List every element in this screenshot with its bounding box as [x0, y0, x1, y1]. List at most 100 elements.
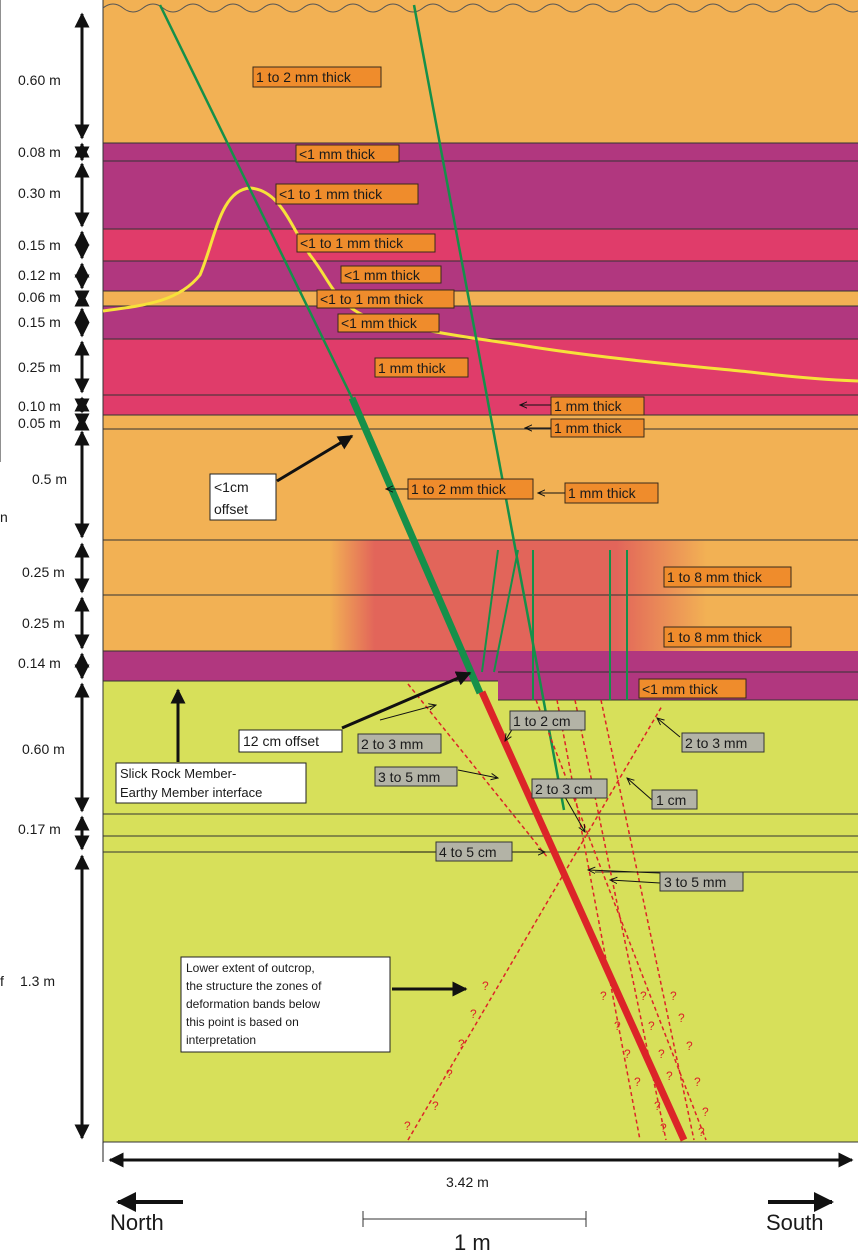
- thickness-label: 0.05 m: [18, 415, 61, 431]
- thickness-label: 0.60 m: [22, 741, 65, 757]
- diagram-text: ?: [660, 1121, 667, 1135]
- layer-boundaries: [102, 0, 858, 1143]
- diagram-shape: [638, 678, 747, 699]
- diagram-text: 1 to 8 mm thick: [667, 569, 763, 585]
- outcrop-note-line2: the structure the zones of: [186, 979, 322, 993]
- direction-indicators: North South: [110, 1192, 834, 1235]
- gray-label: 2 to 3 mm: [681, 732, 765, 753]
- diagram-shape: [493, 549, 519, 673]
- diagram-text: 1 to 2 mm thick: [256, 69, 352, 85]
- band-label: 1 mm thick: [374, 357, 469, 378]
- diagram-shape: 0.60 m 0.08 m 0.30 m 0.15 m 0.12 m 0.06 …: [0, 72, 67, 989]
- diagram-text: <1 mm thick: [299, 146, 376, 162]
- outcrop-note-line5: interpretation: [186, 1033, 256, 1047]
- thickness-label: 0.25 m: [22, 564, 65, 580]
- diagram-text: <1 to 1 mm thick: [320, 291, 424, 307]
- large-offset-label: 12 cm offset: [243, 733, 319, 749]
- thickness-label: 0.15 m: [18, 314, 61, 330]
- diagram-shape: [663, 626, 792, 648]
- diagram-text: ?: [432, 1099, 439, 1113]
- diagram-text: ?: [670, 989, 677, 1003]
- offset-callouts: <1cm offset 12 cm offset Slick Rock Memb…: [115, 434, 472, 1053]
- thickness-label: 0.5 m: [32, 471, 67, 487]
- diagram-shape: [412, 4, 566, 811]
- band-thickness-labels: 1 to 2 mm thick <1 mm thick <1 to 1 mm t…: [252, 66, 792, 699]
- diagram-text: ?: [404, 1119, 411, 1133]
- diagram-text: 1 to 8 mm thick: [667, 629, 763, 645]
- diagram-shape: [180, 956, 391, 1053]
- band-label: <1 mm thick: [638, 678, 747, 699]
- diagram-shape: [659, 871, 744, 892]
- diagram-shape: [296, 233, 436, 253]
- band-label: <1 to 1 mm thick: [296, 233, 436, 253]
- layer-pink-1: [103, 229, 858, 261]
- diagram-shape: [337, 313, 440, 333]
- diagram-text: ?: [634, 1075, 641, 1089]
- layer-magenta-4: [103, 306, 858, 339]
- diagram-shape: [457, 769, 498, 778]
- diagram-text: 2 to 3 mm: [685, 735, 747, 751]
- diagram-text: ?: [482, 979, 489, 993]
- layer-magenta-3: [103, 261, 858, 291]
- diagram-text: ?: [446, 1067, 453, 1081]
- diagram-text: ?: [678, 1011, 685, 1025]
- thickness-label: 0.60 m: [18, 72, 61, 88]
- diagram-text: ?: [600, 989, 607, 1003]
- thickness-label: 0.15 m: [18, 237, 61, 253]
- interface-label-line2: Earthy Member interface: [120, 785, 262, 800]
- gray-label: 1 to 2 cm: [509, 710, 586, 731]
- band-label: <1 to 1 mm thick: [275, 183, 419, 205]
- yellow-trace-line: [102, 186, 858, 383]
- band-label: 1 to 8 mm thick: [663, 626, 792, 648]
- diagram-shape: [481, 549, 499, 673]
- red-dashed-bands: [407, 683, 707, 1141]
- layer-earthy-member-south: [498, 700, 858, 1142]
- diagram-shape: [275, 183, 419, 205]
- thickness-label: 0.10 m: [18, 398, 61, 414]
- diagram-text: ?: [694, 1075, 701, 1089]
- diagram-text: <1 to 1 mm thick: [300, 235, 404, 251]
- diagram-text: ?: [640, 989, 647, 1003]
- thickness-label: 0.14 m: [18, 655, 61, 671]
- diagram-shape: [588, 870, 661, 873]
- diagram-shape: [407, 683, 549, 859]
- diagram-shape: [681, 732, 765, 753]
- gray-label: 2 to 3 cm: [531, 778, 608, 799]
- diagram-shape: [651, 789, 698, 810]
- outcrop-note-line3: deformation bands below: [186, 997, 320, 1011]
- gray-label: 3 to 5 mm: [374, 766, 458, 787]
- diagram-text: 4 to 5 cm: [439, 844, 497, 860]
- diagram-text: 1 cm: [656, 792, 686, 808]
- south-label: South: [766, 1210, 824, 1235]
- diagram-shape: [115, 762, 307, 804]
- band-label: 1 to 8 mm thick: [663, 566, 792, 588]
- diagram-text: ?: [648, 1019, 655, 1033]
- diagram-text: ?: [654, 1099, 661, 1113]
- diagram-text: <1 mm thick: [642, 681, 719, 697]
- diagram-text: ?: [698, 1125, 705, 1139]
- outcrop-note-line4: this point is based on: [186, 1015, 299, 1029]
- diagram-shape: [535, 699, 707, 1141]
- band-label: <1 mm thick: [340, 265, 442, 284]
- diagram-shape: [158, 4, 354, 399]
- layer-magenta-1: [103, 143, 858, 161]
- thickness-label: 0.06 m: [18, 289, 61, 305]
- diagram-shape: [238, 729, 343, 753]
- diagram-text: ?: [470, 1007, 477, 1021]
- layer-magenta-2: [103, 161, 858, 229]
- layer-pink-3: [103, 395, 858, 415]
- thickness-label: 0.08 m: [18, 144, 61, 160]
- band-label: <1 to 1 mm thick: [316, 289, 455, 309]
- diagram-shape: [657, 718, 681, 738]
- diagram-text: ?: [686, 1039, 693, 1053]
- band-label: 1 mm thick: [550, 396, 645, 416]
- diagram-shape: [348, 396, 484, 695]
- diagram-text: 1 mm thick: [554, 420, 623, 436]
- thickness-label: 0.25 m: [18, 359, 61, 375]
- diagram-shape: [663, 566, 792, 588]
- diagram-text: ?: [702, 1105, 709, 1119]
- diagram-text: <1 mm thick: [344, 267, 421, 283]
- north-label: North: [110, 1210, 164, 1235]
- diagram-shape: [564, 796, 585, 832]
